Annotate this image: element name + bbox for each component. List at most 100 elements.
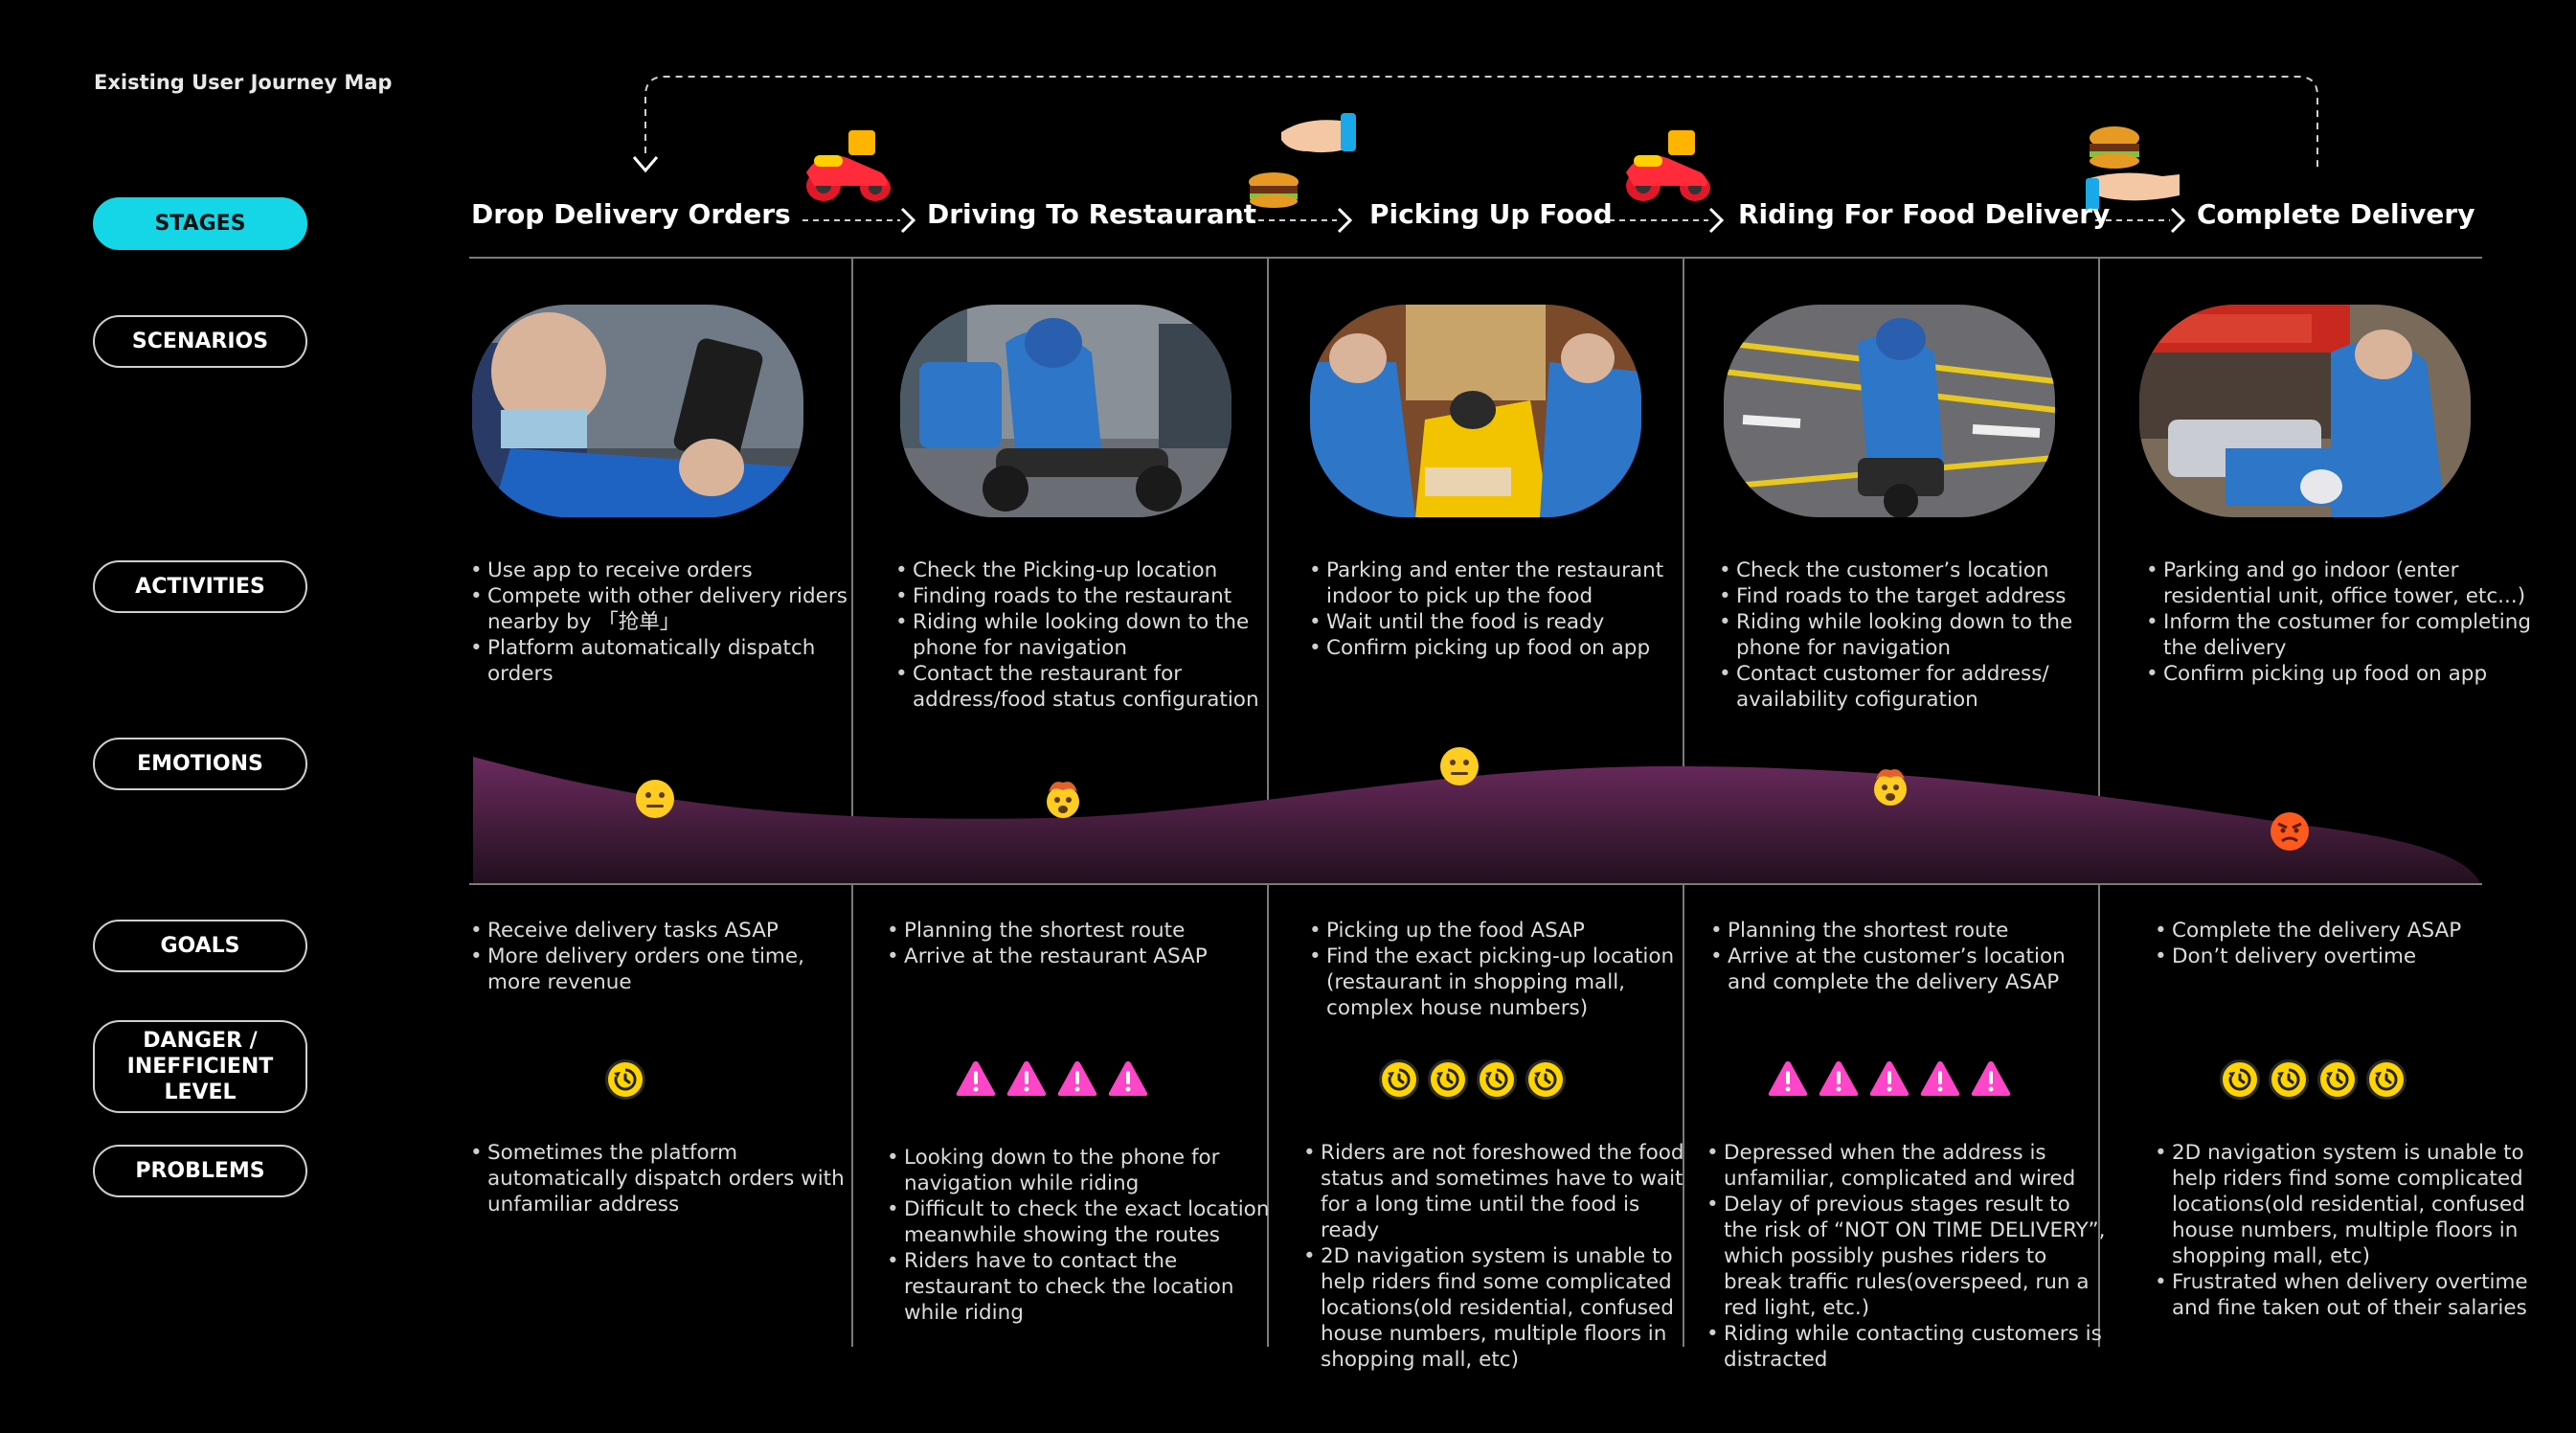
timer-icon <box>1428 1059 1468 1100</box>
list-item: Confirm picking up food on app <box>1309 635 1695 661</box>
list-item: Parking and go indoor (enter residential… <box>2146 557 2565 609</box>
list-item: Parking and enter the restaurant indoor … <box>1309 557 1695 609</box>
list-item: 2D navigation system is unable to help r… <box>2155 1140 2555 1269</box>
emotion-divider <box>469 883 2482 885</box>
stage-flow-connectors <box>632 76 2318 234</box>
timer-icon <box>1525 1059 1566 1100</box>
neutral-face-icon <box>636 780 674 818</box>
list-item: Riding while looking down to the phone f… <box>895 609 1281 661</box>
list-item: Depressed when the address is unfamiliar… <box>1706 1140 2107 1192</box>
angry-face-icon <box>2271 812 2309 851</box>
problems-list-1: Sometimes the platform automatically dis… <box>470 1140 851 1217</box>
warning-icon <box>1971 1061 2011 1096</box>
danger-level-3 <box>1379 1059 1566 1100</box>
timer-icon <box>1379 1059 1419 1100</box>
list-item: 2D navigation system is unable to help r… <box>1303 1243 1689 1373</box>
list-item: Planning the shortest route <box>887 918 1273 944</box>
list-item: Contact the restaurant for address/food … <box>895 661 1281 713</box>
row-label-problems: PROBLEMS <box>93 1145 307 1197</box>
list-item: Picking up the food ASAP <box>1309 918 1695 944</box>
danger-level-2 <box>955 1059 1149 1098</box>
hand-burger-icon <box>1249 113 1356 208</box>
goals-list-5: Complete the delivery ASAP Don’t deliver… <box>2155 918 2545 969</box>
emotion-area <box>473 757 2480 883</box>
timer-icon <box>1477 1059 1517 1100</box>
stage-header-5: Complete Delivery <box>2197 198 2475 230</box>
danger-level-1 <box>605 1059 645 1100</box>
stage-header-4: Riding For Food Delivery <box>1738 198 2111 230</box>
goals-list-1: Receive delivery tasks ASAP More deliver… <box>470 918 851 995</box>
row-label-activities: ACTIVITIES <box>93 560 307 613</box>
scenario-photo-1 <box>472 305 803 517</box>
row-label-stages: STAGES <box>93 197 307 250</box>
warning-icon <box>1768 1061 1808 1096</box>
timer-icon <box>2220 1059 2260 1100</box>
list-item: Don’t delivery overtime <box>2155 944 2545 969</box>
list-item: Delay of previous stages result to the r… <box>1706 1192 2107 1321</box>
goals-list-3: Picking up the food ASAP Find the exact … <box>1309 918 1695 1021</box>
warning-icon <box>956 1061 996 1096</box>
list-item: Confirm picking up food on app <box>2146 661 2565 687</box>
list-item: Sometimes the platform automatically dis… <box>470 1140 851 1217</box>
problems-list-2: Looking down to the phone for navigation… <box>887 1145 1273 1326</box>
list-item: Difficult to check the exact location me… <box>887 1196 1273 1248</box>
warning-icon <box>1006 1061 1047 1096</box>
timer-icon <box>2269 1059 2309 1100</box>
goals-list-4: Planning the shortest route Arrive at th… <box>1710 918 2101 995</box>
row-label-emotions: EMOTIONS <box>93 738 307 790</box>
row-label-danger: DANGER / INEFFICIENT LEVEL <box>93 1020 307 1113</box>
exploding-head-icon <box>1874 769 1907 806</box>
list-item: Looking down to the phone for navigation… <box>887 1145 1273 1196</box>
list-item: Find roads to the target address <box>1719 583 2110 609</box>
header-divider <box>469 257 2482 259</box>
timer-icon <box>2317 1059 2358 1100</box>
problems-list-5: 2D navigation system is unable to help r… <box>2155 1140 2555 1321</box>
stage-header-2: Driving To Restaurant <box>927 198 1257 230</box>
danger-level-4 <box>1767 1059 2012 1098</box>
list-item: Find the exact picking-up location (rest… <box>1309 944 1695 1021</box>
list-item: Riders have to contact the restaurant to… <box>887 1248 1273 1326</box>
list-item: Check the customer’s location <box>1719 557 2110 583</box>
timer-icon <box>605 1059 645 1100</box>
stage-header-3: Picking Up Food <box>1369 198 1613 230</box>
goals-list-2: Planning the shortest route Arrive at th… <box>887 918 1273 969</box>
neutral-face-icon <box>1440 747 1479 785</box>
scenario-photo-4 <box>1724 305 2055 517</box>
list-item: Finding roads to the restaurant <box>895 583 1281 609</box>
scenario-photo-3 <box>1310 305 1641 517</box>
scenario-photo-5 <box>2139 305 2471 517</box>
burger-hand-icon <box>2086 126 2180 211</box>
list-item: Contact customer for address/ availabili… <box>1719 661 2110 713</box>
danger-level-5 <box>2220 1059 2407 1100</box>
activities-list-5: Parking and go indoor (enter residential… <box>2146 557 2565 687</box>
warning-icon <box>1920 1061 1960 1096</box>
problems-list-3: Riders are not foreshowed the food statu… <box>1303 1140 1689 1373</box>
list-item: Platform automatically dispatch orders <box>470 635 851 687</box>
activities-list-4: Check the customer’s location Find roads… <box>1719 557 2110 713</box>
column-divider <box>851 257 853 1347</box>
timer-icon <box>2366 1059 2407 1100</box>
stage-header-1: Drop Delivery Orders <box>471 198 791 230</box>
list-item: Compete with other delivery riders nearb… <box>470 583 851 635</box>
list-item: Riding while looking down to the phone f… <box>1719 609 2110 661</box>
scooter-icon <box>806 130 891 201</box>
problems-list-4: Depressed when the address is unfamiliar… <box>1706 1140 2107 1373</box>
row-label-goals: GOALS <box>93 920 307 972</box>
list-item: Complete the delivery ASAP <box>2155 918 2545 944</box>
list-item: Wait until the food is ready <box>1309 609 1695 635</box>
warning-icon <box>1819 1061 1859 1096</box>
activities-list-2: Check the Picking-up location Finding ro… <box>895 557 1281 713</box>
warning-icon <box>1869 1061 1909 1096</box>
activities-list-1: Use app to receive orders Compete with o… <box>470 557 851 687</box>
list-item: Planning the shortest route <box>1710 918 2101 944</box>
page-title: Existing User Journey Map <box>94 71 393 94</box>
list-item: Arrive at the restaurant ASAP <box>887 944 1273 969</box>
list-item: Frustrated when delivery overtime and fi… <box>2155 1269 2555 1321</box>
row-label-scenarios: SCENARIOS <box>93 315 307 368</box>
scenario-photo-2 <box>900 305 1232 517</box>
list-item: Use app to receive orders <box>470 557 851 583</box>
activities-list-3: Parking and enter the restaurant indoor … <box>1309 557 1695 661</box>
list-item: Arrive at the customer’s location and co… <box>1710 944 2101 995</box>
list-item: More delivery orders one time, more reve… <box>470 944 851 995</box>
scooter-icon <box>1626 130 1710 201</box>
